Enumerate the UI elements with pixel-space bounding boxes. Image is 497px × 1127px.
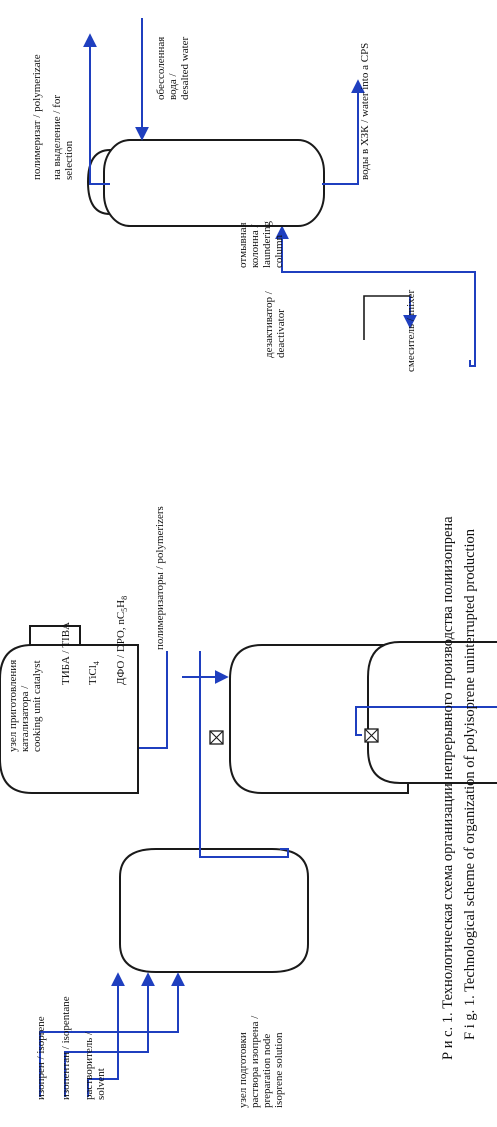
- polymerizers-label: полимеризаторы / polymerizers: [154, 506, 166, 650]
- solvent-label-ru: растворитель /: [83, 1031, 95, 1100]
- equipment-layer-2: [355, 641, 497, 784]
- prep-label-2: раствора изопрена /: [249, 1015, 261, 1108]
- isopentane-label: изопентан / isopentane: [60, 996, 72, 1100]
- solvent-label-en: solvent: [95, 1068, 107, 1100]
- prep-label-3: preparation node: [261, 1034, 273, 1108]
- tiba-label: ТИБА / TIBA: [60, 622, 72, 685]
- caption-ru: Р и с. 1. Технологическая схема организа…: [440, 516, 456, 1060]
- isopentane-feed-line: [64, 972, 155, 1097]
- poly2-to-poly3: [355, 706, 497, 736]
- caption: Р и с. 1. Технологическая схема организа…: [440, 516, 478, 1060]
- column-label-2: колонна /: [249, 223, 261, 268]
- prep-label-1: узел подготовки: [237, 1032, 249, 1108]
- column-label-3: laundering: [261, 220, 273, 268]
- desalted-label-3: desalted water: [179, 36, 191, 100]
- solution-line: [199, 651, 289, 858]
- catalyst-label-1: узел приготовления: [7, 660, 19, 752]
- column-body: [103, 139, 325, 227]
- prep-label-4: isoprene solution: [273, 1032, 285, 1108]
- valve-1: [209, 730, 224, 745]
- desalted-label-2: вода /: [167, 72, 179, 100]
- for-selection-label-1: на выделение / for: [51, 95, 63, 180]
- mixer-to-column: [275, 225, 476, 367]
- valve-2: [364, 728, 379, 743]
- mixer-label: смеситель / mixer: [405, 289, 417, 372]
- dpo-label: ДФО / DPO, nC5H8: [115, 596, 129, 685]
- catalyst-label-3: cooking unit catalyst: [31, 660, 43, 752]
- isoprene-label: изопрен / isoprene: [35, 1016, 47, 1100]
- labels: изопрен / isoprene изопентан / isopentan…: [7, 36, 417, 1108]
- polymerizer-2-body: [367, 641, 497, 784]
- water-cps-line: [322, 79, 365, 185]
- polymerizer-2: [0, 644, 139, 794]
- for-selection-label-2: selection: [63, 140, 75, 180]
- caption-en: F i g. 1. Technological scheme of organi…: [462, 528, 478, 1040]
- isoprene-feed-line: [39, 972, 185, 1097]
- column-label-1: отмывная: [237, 222, 249, 268]
- deactivator-label-1: дезактиватор /: [263, 290, 275, 358]
- polymerizate-label: полимеризат / polymerizate: [31, 54, 43, 180]
- deactivator-feed-line: [363, 295, 411, 340]
- column-label-4: column: [273, 235, 285, 268]
- polymerizate-line: [83, 33, 110, 185]
- water-cps-label: воды в ХЗК / water into a CPS: [359, 43, 371, 180]
- desalted-label-1: обессоленная: [155, 37, 167, 100]
- solvent-feed-line: [87, 972, 125, 1097]
- deactivator-label-2: deactivator: [275, 309, 287, 358]
- catalyst-label-2: катализатора /: [19, 685, 31, 752]
- preparation-vessel: [119, 848, 309, 973]
- ticl4-label: TiCl4: [87, 661, 101, 685]
